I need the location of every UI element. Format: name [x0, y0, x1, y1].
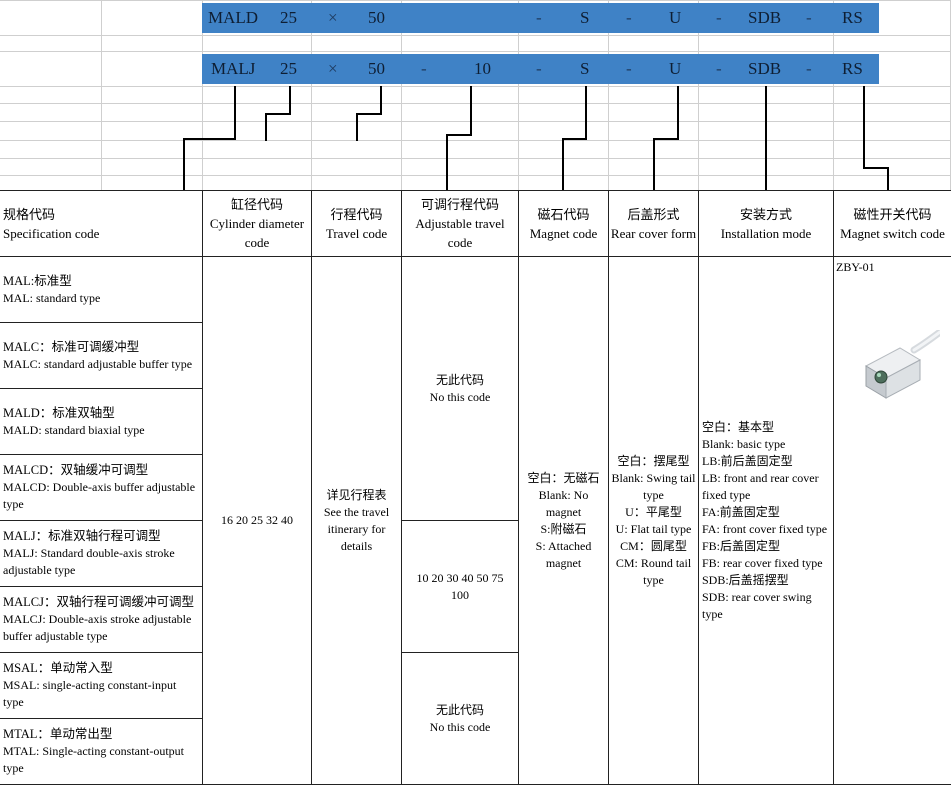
spec-row: MTAL：单动常出型 MTAL: Single-acting constant-… [3, 727, 185, 775]
code-stroke: 50 [368, 59, 385, 78]
code-dash: - [806, 59, 812, 78]
switch-model-label: ZBY-01 [836, 260, 875, 274]
model-code-bar-1: MALD 25 × 50 - S - U - SDB - RS [202, 3, 879, 33]
code-dash: - [626, 59, 632, 78]
spec-row: MSAL：单动常入型 MSAL: single-acting constant-… [3, 661, 177, 709]
spec-row: MALCJ：双轴行程可调缓冲可调型 MALCJ: Double-axis str… [3, 595, 194, 643]
magnet-values: 空白：无磁石 Blank: No magnet S:附磁石 S: Attache… [527, 470, 600, 570]
spec-row: MALC：标准可调缓冲型 MALC: standard adjustable b… [3, 339, 193, 371]
code-bore: 25 [280, 59, 297, 78]
code-dash: - [536, 59, 542, 78]
header-magnet-code: 磁石代码 Magnet code [529, 206, 598, 241]
code-times: × [328, 59, 338, 78]
code-bore: 25 [280, 8, 297, 27]
code-magnet: S [580, 59, 590, 78]
magnetic-switch-sensor-icon [864, 330, 940, 399]
code-times: × [328, 8, 338, 27]
spec-row: MAL:标准型 MAL: standard type [3, 273, 101, 305]
code-adjustable: 10 [474, 59, 491, 78]
code-series: MALD [208, 8, 259, 27]
adjustable-none-top: 无此代码 No this code [429, 372, 491, 404]
adjustable-values: 10 20 30 40 50 75 100 [416, 570, 504, 602]
installation-values: 空白：基本型 Blank: basic type LB:前后盖固定型 LB: f… [702, 419, 828, 621]
code-install: SDB [748, 8, 782, 27]
adjustable-none-bottom: 无此代码 No this code [429, 702, 491, 734]
rear-cover-values: 空白：摆尾型 Blank: Swing tail type U：平尾型 U: F… [611, 453, 696, 587]
spec-row: MALD：标准双轴型 MALD: standard biaxial type [3, 405, 145, 437]
code-magnet: S [580, 8, 590, 27]
travel-values: 详见行程表 See the travel itinerary for detai… [323, 487, 390, 553]
code-dash: - [421, 59, 427, 78]
spec-row: MALCD：双轴缓冲可调型 MALCD: Double-axis buffer … [3, 463, 196, 511]
code-stroke: 50 [368, 8, 385, 27]
model-code-bar-2: MALJ 25 × 50 - 10 - S - U - SDB - RS [202, 54, 879, 84]
header-spec-code: 规格代码 Specification code [3, 206, 100, 241]
header-installation-mode: 安装方式 Installation mode [720, 206, 812, 241]
code-dash: - [716, 8, 722, 27]
code-install: SDB [748, 59, 782, 78]
code-rear: U [669, 8, 682, 27]
header-travel-code: 行程代码 Travel code [325, 206, 388, 241]
code-dash: - [716, 59, 722, 78]
code-series: MALJ [211, 59, 256, 78]
code-dash: - [806, 8, 812, 27]
code-switch: RS [842, 8, 863, 27]
code-switch: RS [842, 59, 863, 78]
code-rear: U [669, 59, 682, 78]
code-dash: - [536, 8, 542, 27]
header-magnet-switch-code: 磁性开关代码 Magnet switch code [840, 206, 945, 241]
spec-row: MALJ：标准双轴行程可调型 MALJ: Standard double-axi… [3, 529, 175, 577]
header-bore-code: 缸径代码 Cylinder diameter code [209, 197, 305, 250]
header-rear-cover-form: 后盖形式 Rear cover form [610, 206, 697, 241]
code-dash: - [626, 8, 632, 27]
header-adjustable-travel-code: 可调行程代码 Adjustable travel code [415, 197, 505, 250]
bore-values: 16 20 25 32 40 [221, 513, 293, 527]
